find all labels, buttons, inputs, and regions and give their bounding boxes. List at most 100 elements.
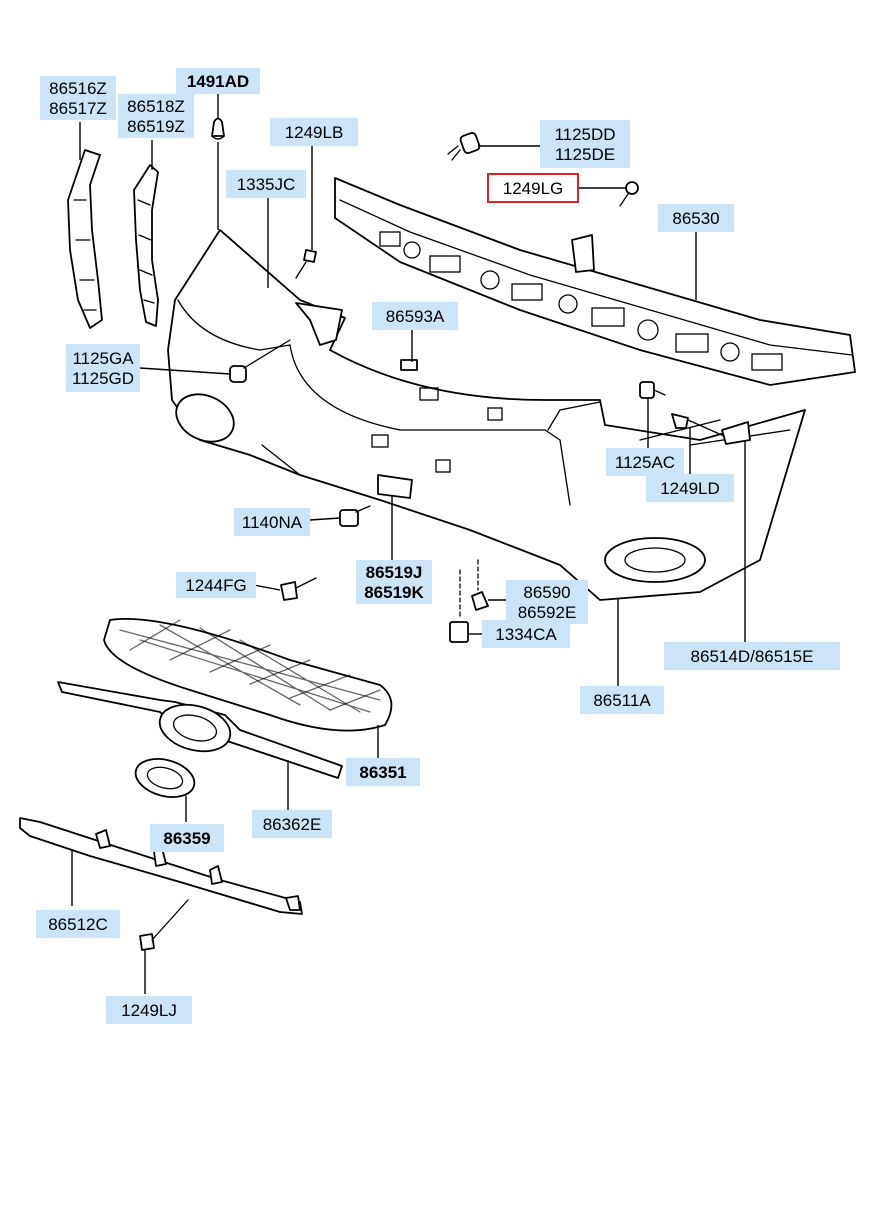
- label-background: [150, 824, 224, 852]
- part-number-text: 1125DD: [554, 125, 615, 144]
- part-number-text: 86519K: [364, 583, 424, 602]
- part-number-text: 86516Z: [49, 79, 107, 98]
- label-86351[interactable]: 86351: [346, 758, 420, 786]
- part-number-text: 86514D/86515E: [691, 647, 814, 666]
- label-86512c[interactable]: 86512C: [36, 910, 120, 938]
- label-background: [66, 344, 140, 392]
- molding-86362e-drawing: [57, 681, 343, 779]
- label-background: [106, 996, 192, 1024]
- label-background: [580, 686, 664, 714]
- label-background: [252, 810, 332, 838]
- bolt-1125dd-drawing: [447, 132, 481, 161]
- part-number-text: 1335JC: [237, 175, 296, 194]
- label-background: [270, 118, 358, 146]
- bumper-cover-86511a-drawing: [167, 229, 806, 601]
- side-bracket-left-inner: [133, 164, 159, 327]
- part-number-text: 86593A: [386, 307, 445, 326]
- part-number-text: 86518Z: [127, 97, 185, 116]
- label-1335jc[interactable]: 1335JC: [226, 170, 306, 198]
- label-background: [226, 170, 306, 198]
- label-86362e[interactable]: 86362E: [252, 810, 332, 838]
- part-number-text: 1125GD: [72, 369, 134, 388]
- part-number-text: 86592E: [518, 603, 577, 622]
- part-number-text: 86519J: [366, 563, 423, 582]
- label-1249lb[interactable]: 1249LB: [270, 118, 358, 146]
- emblem-86359-drawing: [134, 758, 196, 798]
- label-86530[interactable]: 86530: [658, 204, 734, 232]
- part-number-text: 1125AC: [615, 453, 675, 472]
- fastener-1125ac-drawing: [639, 381, 666, 399]
- part-number-text: 1334CA: [495, 625, 557, 644]
- label-background: [372, 302, 458, 330]
- label-1140na[interactable]: 1140NA: [234, 508, 310, 536]
- part-number-text: 1125GA: [72, 349, 134, 368]
- screw-1249lg-drawing: [619, 181, 639, 207]
- label-background: [664, 642, 840, 670]
- grille-86351-drawing: [103, 617, 393, 732]
- label-background: [176, 572, 256, 598]
- part-number-text: 86590: [523, 583, 570, 602]
- label-background: [176, 68, 260, 94]
- part-number-text: 1249LD: [660, 479, 720, 498]
- label-background: [646, 474, 734, 502]
- label-background: [118, 94, 194, 138]
- label-background: [506, 580, 588, 624]
- label-background: [36, 910, 120, 938]
- label-background: [540, 120, 630, 168]
- part-number-text: 1244FG: [185, 576, 246, 595]
- part-number-text: 1491AD: [187, 72, 249, 91]
- label-background: [606, 448, 684, 476]
- part-number-text: 86362E: [263, 815, 322, 834]
- label-background: [356, 560, 432, 604]
- leader-lines: [71, 92, 746, 994]
- label-1249lj[interactable]: 1249LJ: [106, 996, 192, 1024]
- label-background: [234, 508, 310, 536]
- part-number-text: 86351: [359, 763, 406, 782]
- screw-1249lb-drawing: [295, 249, 317, 279]
- label-86511a[interactable]: 86511A: [580, 686, 664, 714]
- screw-1244fg-drawing: [280, 577, 317, 601]
- clip-86590-drawing: [459, 559, 489, 619]
- part-number-text: 86512C: [48, 915, 108, 934]
- label-1125ac[interactable]: 1125AC: [606, 448, 684, 476]
- bolt-1140na-drawing: [339, 505, 371, 527]
- label-86359[interactable]: 86359: [150, 824, 224, 852]
- label-86514d[interactable]: 86514D/86515E: [664, 642, 840, 670]
- label-86593a[interactable]: 86593A: [372, 302, 458, 330]
- label-1249ld[interactable]: 1249LD: [646, 474, 734, 502]
- lower-grille-86512c-drawing: [19, 817, 303, 915]
- part-number-text: 86359: [163, 829, 210, 848]
- part-number-text: 86530: [672, 209, 719, 228]
- reinforcement-86530-drawing: [334, 177, 856, 386]
- clip-1491ad-drawing: [211, 117, 225, 140]
- label-background: [346, 758, 420, 786]
- fastener-1249ld-drawing: [671, 413, 751, 445]
- part-number-text: 1125DE: [555, 145, 615, 164]
- label-1334ca[interactable]: 1334CA: [482, 620, 570, 648]
- label-1249lg[interactable]: 1249LG: [487, 173, 579, 203]
- part-number-text: 86517Z: [49, 99, 107, 118]
- side-bracket-left-outer: [67, 149, 103, 329]
- part-number-text: 86519Z: [127, 117, 185, 136]
- part-number-text: 86511A: [593, 691, 651, 710]
- label-1244fg[interactable]: 1244FG: [176, 572, 256, 598]
- part-number-text: 1249LJ: [121, 1001, 177, 1020]
- screw-1249lj-drawing: [139, 899, 189, 951]
- nut-1334ca-drawing: [449, 621, 469, 643]
- part-number-text: 1140NA: [242, 513, 303, 532]
- part-number-text: 1249LG: [503, 179, 564, 198]
- label-1491ad[interactable]: 1491AD: [176, 68, 260, 94]
- label-background: [658, 204, 734, 232]
- part-number-text: 1249LB: [285, 123, 344, 142]
- label-background: [487, 173, 579, 203]
- label-background: [482, 620, 570, 648]
- label-background: [40, 76, 116, 120]
